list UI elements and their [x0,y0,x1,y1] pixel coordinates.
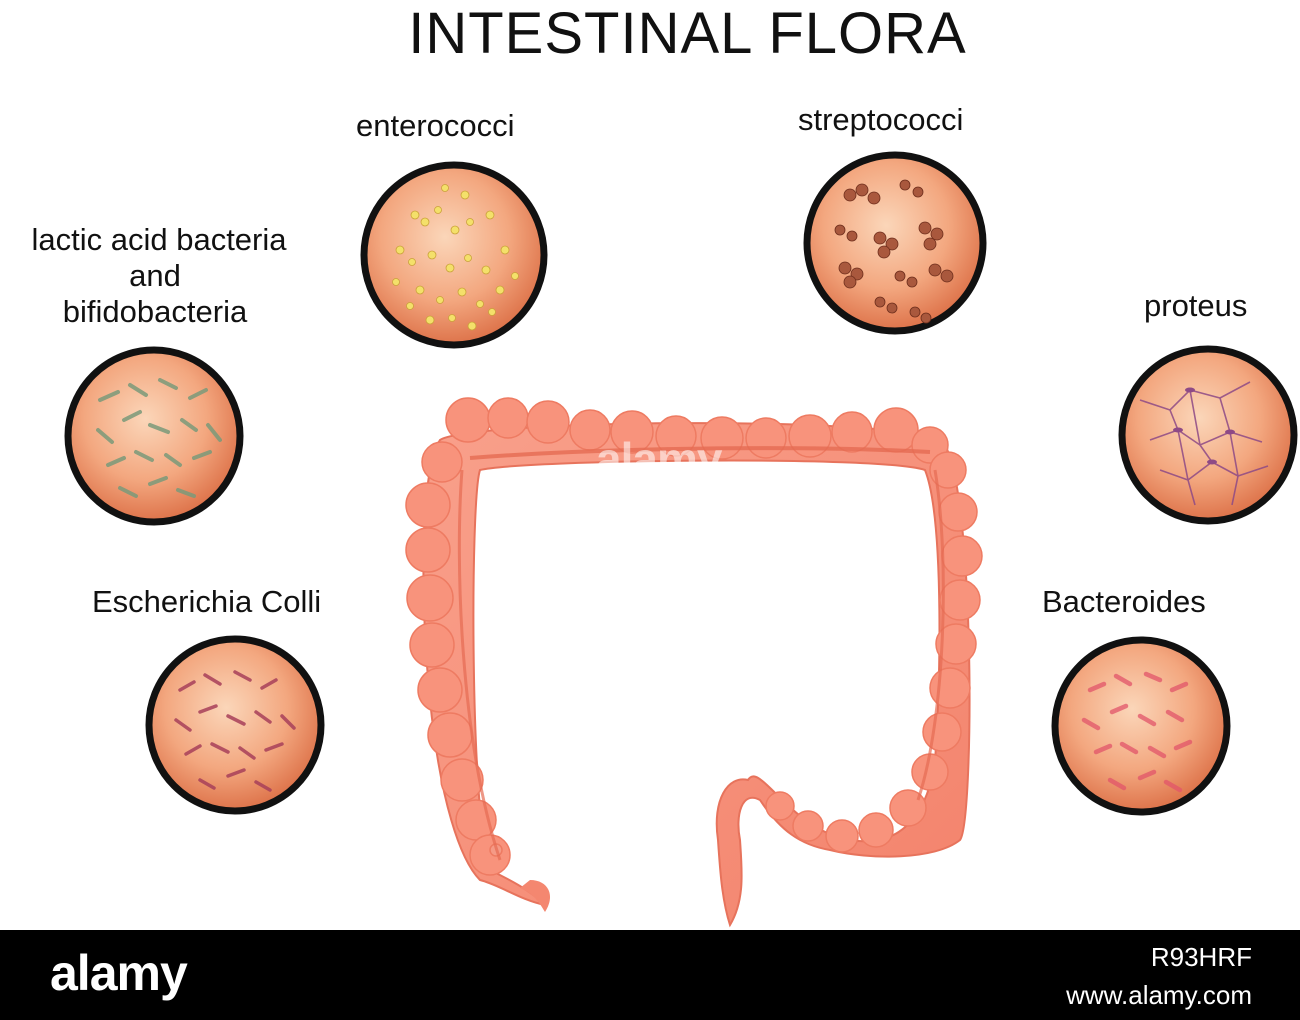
dish-enterococci [364,165,544,345]
label-streptococci: streptococci [798,102,963,138]
dish-bacteroides [1055,640,1227,812]
footer-site-link[interactable]: www.alamy.com [1066,980,1252,1011]
label-enterococci: enterococci [356,108,515,144]
label-lactic-line2: and [0,258,310,294]
dish-proteus [1122,349,1294,521]
label-lactic-line1: lactic acid bacteria [0,222,318,258]
label-proteus: proteus [1144,288,1247,324]
label-lactic-line3: bifidobacteria [0,294,310,330]
footer-brand-logo: alamy [50,944,187,1002]
dish-streptococci [807,155,983,331]
dish-lactic-acid-bacteria [68,350,240,522]
dish-escherichia-coli [149,639,321,811]
label-bacteroides: Bacteroides [1042,584,1206,620]
label-escherichia-coli: Escherichia Colli [92,584,321,620]
footer-bar: alamy R93HRF www.alamy.com [0,930,1300,1020]
watermark: alamy [596,432,721,486]
footer-image-code: R93HRF [1151,942,1252,973]
